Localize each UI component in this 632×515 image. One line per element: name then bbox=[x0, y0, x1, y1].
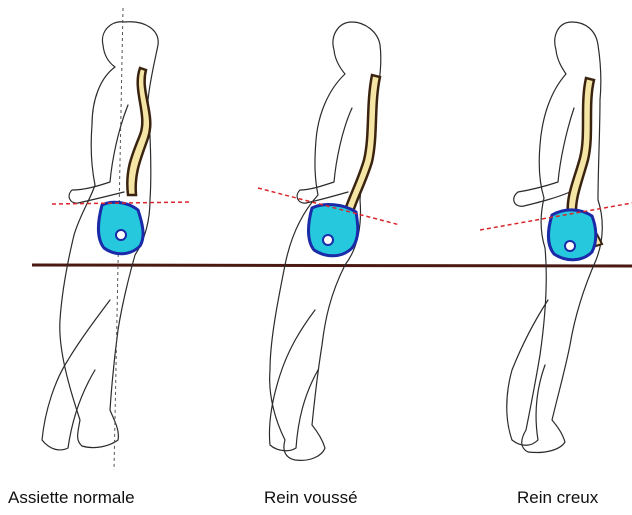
back-leg-outline bbox=[269, 310, 318, 451]
caption-normal: Assiette normale bbox=[8, 488, 135, 508]
pelvis bbox=[309, 205, 358, 256]
spine bbox=[345, 75, 380, 212]
arm-outline bbox=[514, 108, 574, 206]
back-leg-outline bbox=[42, 300, 110, 450]
caption-rounded-back: Rein voussé bbox=[264, 488, 358, 508]
arm-outline bbox=[297, 108, 352, 203]
spine bbox=[127, 68, 150, 195]
spine bbox=[568, 78, 594, 215]
pelvis bbox=[549, 210, 596, 260]
caption-hollow-back: Rein creux bbox=[517, 488, 598, 508]
ground-line bbox=[32, 265, 632, 266]
pelvis bbox=[99, 202, 144, 253]
